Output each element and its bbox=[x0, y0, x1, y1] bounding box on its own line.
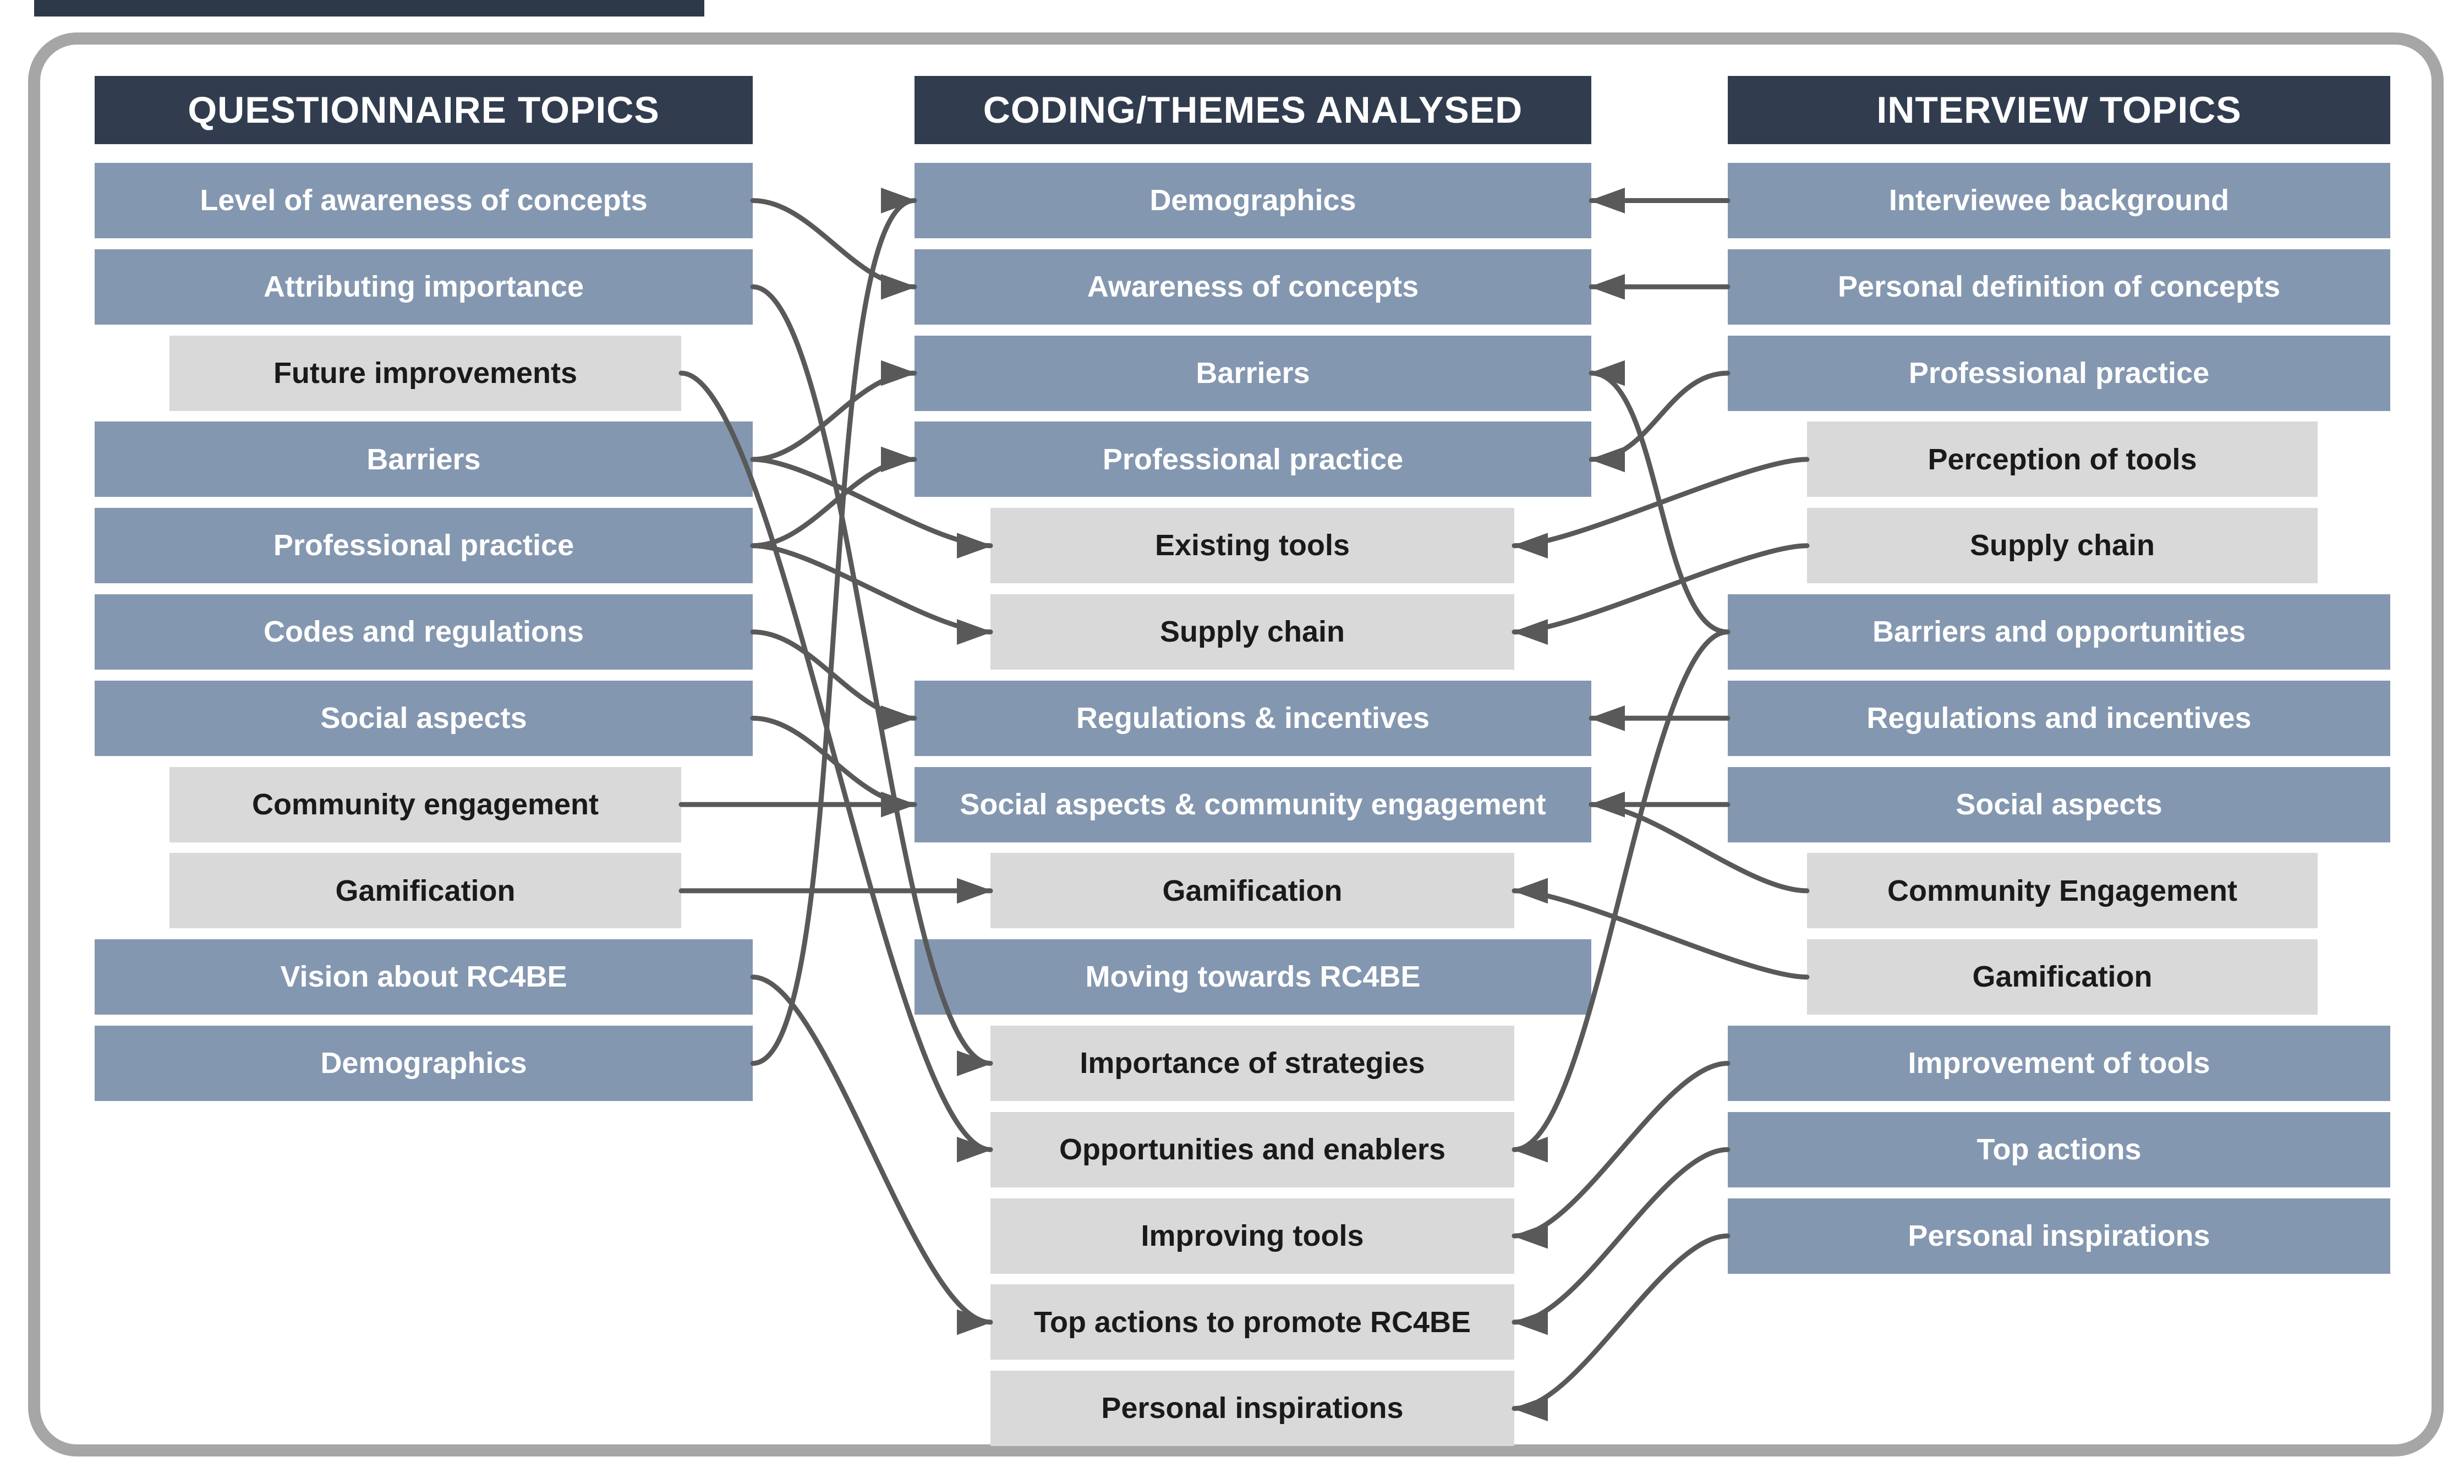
interview-box-social-aspects: Social aspects bbox=[1728, 766, 2390, 842]
coding-box-top-actions-to-promote-rc4be: Top actions to promote RC4BE bbox=[990, 1284, 1514, 1360]
arrow-questionnaire-6-to-coding-7 bbox=[750, 629, 917, 731]
questionnaire-box-level-of-awareness-of-concepts: Level of awareness of concepts bbox=[95, 163, 753, 238]
coding-box-improving-tools: Improving tools bbox=[990, 1198, 1514, 1274]
coding-box-supply-chain: Supply chain bbox=[990, 594, 1514, 670]
interview-box-professional-practice: Professional practice bbox=[1728, 335, 2390, 411]
coding-box-opportunities-and-enablers: Opportunities and enablers bbox=[990, 1111, 1514, 1187]
interview-box-regulations-and-incentives: Regulations and incentives bbox=[1728, 680, 2390, 756]
interview-box-barriers-and-opportunities: Barriers and opportunities bbox=[1728, 594, 2390, 670]
interview-box-top-actions: Top actions bbox=[1728, 1111, 2390, 1187]
coding-box-professional-practice: Professional practice bbox=[915, 421, 1591, 497]
top-edge-strip bbox=[34, 0, 704, 17]
interview-box-improvement-of-tools: Improvement of tools bbox=[1728, 1026, 2390, 1101]
questionnaire-box-social-aspects: Social aspects bbox=[95, 680, 753, 756]
interview-box-interviewee-background: Interviewee background bbox=[1728, 163, 2390, 238]
header-coding-themes-analysed: CODING/THEMES ANALYSED bbox=[915, 76, 1591, 144]
header-questionnaire-topics: QUESTIONNAIRE TOPICS bbox=[95, 76, 753, 144]
coding-box-awareness-of-concepts: Awareness of concepts bbox=[915, 249, 1591, 325]
arrow-questionnaire-10-to-coding-14 bbox=[750, 974, 993, 1335]
questionnaire-box-professional-practice: Professional practice bbox=[95, 508, 753, 584]
interview-box-gamification: Gamification bbox=[1807, 939, 2318, 1015]
interview-box-perception-of-tools: Perception of tools bbox=[1807, 421, 2318, 497]
arrow-questionnaire-5-to-coding-4 bbox=[750, 446, 917, 549]
interview-box-personal-inspirations: Personal inspirations bbox=[1728, 1198, 2390, 1274]
header-interview-topics: INTERVIEW TOPICS bbox=[1728, 76, 2390, 144]
coding-box-barriers: Barriers bbox=[915, 335, 1591, 411]
arrow-interview-3-to-coding-4 bbox=[1589, 370, 1731, 473]
coding-box-importance-of-strategies: Importance of strategies bbox=[990, 1026, 1514, 1101]
arrow-interview-12-to-coding-14 bbox=[1512, 1147, 1731, 1335]
questionnaire-box-community-engagement: Community engagement bbox=[169, 766, 681, 842]
arrow-questionnaire-1-to-coding-2 bbox=[750, 198, 917, 300]
questionnaire-box-demographics: Demographics bbox=[95, 1026, 753, 1101]
questionnaire-box-codes-and-regulations: Codes and regulations bbox=[95, 594, 753, 670]
coding-box-gamification: Gamification bbox=[990, 853, 1514, 929]
coding-box-existing-tools: Existing tools bbox=[990, 508, 1514, 584]
coding-box-regulations-and-incentives: Regulations & incentives bbox=[915, 680, 1591, 756]
arrow-interview-11-to-coding-13 bbox=[1512, 1061, 1731, 1249]
questionnaire-box-barriers: Barriers bbox=[95, 421, 753, 497]
arrow-interview-13-to-coding-15 bbox=[1512, 1233, 1731, 1421]
interview-box-personal-definition-of-concepts: Personal definition of concepts bbox=[1728, 249, 2390, 325]
coding-box-moving-towards-rc4be: Moving towards RC4BE bbox=[915, 939, 1591, 1015]
questionnaire-box-vision-about-rc4be: Vision about RC4BE bbox=[95, 939, 753, 1015]
arrow-questionnaire-7-to-coding-8 bbox=[750, 715, 917, 818]
arrow-questionnaire-5-to-coding-6 bbox=[750, 543, 993, 645]
coding-box-social-aspects-and-community-engagement: Social aspects & community engagement bbox=[915, 766, 1591, 842]
questionnaire-box-attributing-importance: Attributing importance bbox=[95, 249, 753, 325]
arrow-interview-6-to-coding-3 bbox=[1589, 360, 1731, 634]
interview-box-community-engagement: Community Engagement bbox=[1807, 853, 2318, 929]
coding-box-personal-inspirations: Personal inspirations bbox=[990, 1371, 1514, 1447]
coding-box-demographics: Demographics bbox=[915, 163, 1591, 238]
arrow-questionnaire-11-to-coding-1 bbox=[750, 188, 917, 1066]
arrow-questionnaire-4-to-coding-3 bbox=[750, 360, 917, 462]
questionnaire-box-gamification: Gamification bbox=[169, 853, 681, 929]
questionnaire-box-future-improvements: Future improvements bbox=[169, 335, 681, 411]
interview-box-supply-chain: Supply chain bbox=[1807, 508, 2318, 584]
